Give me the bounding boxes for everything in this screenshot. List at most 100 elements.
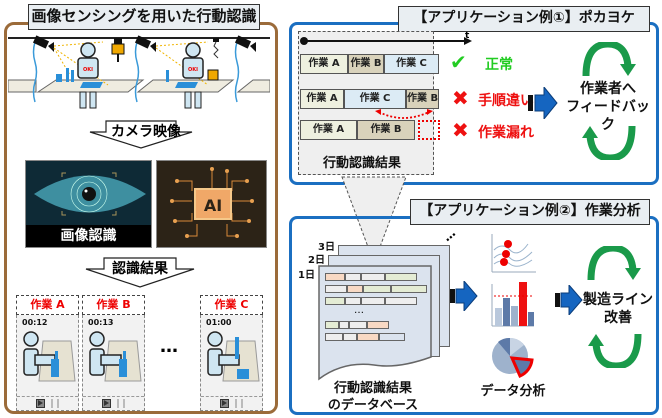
bar-chart-icon xyxy=(491,282,534,327)
db-row xyxy=(325,321,389,329)
work-analysis-title: 【アプリケーション例②】作業分析 xyxy=(410,199,650,225)
missing-task-slot xyxy=(418,120,440,140)
task-card-b[interactable]: 作業 B 00:13 xyxy=(82,295,145,411)
camera-icon-2 xyxy=(134,35,156,52)
behavior-recognition-title: 画像センシングを用いた行動認識 xyxy=(28,4,260,30)
pole-3 xyxy=(234,41,240,103)
playback-controls xyxy=(83,396,144,410)
cycle-arrow-bottom-icon xyxy=(582,125,636,160)
table-left xyxy=(8,79,37,93)
cycle-arrow-bottom-icon-2 xyxy=(588,333,642,368)
scatter-line-chart-icon xyxy=(491,234,536,273)
worker-at-desk-icon xyxy=(89,331,142,382)
results-arrow-icon xyxy=(85,257,195,288)
part-box xyxy=(56,74,62,82)
camera-icon-1 xyxy=(32,35,54,52)
play-icon[interactable] xyxy=(220,399,229,408)
analysis-arrow-icon xyxy=(450,281,478,311)
seq-cell: 作業 B xyxy=(357,120,415,140)
results-label: 認識結果 xyxy=(112,261,168,277)
improvement-line-1: 製造ライン xyxy=(583,292,653,308)
db-row xyxy=(325,273,417,281)
task-video-frame: 00:12 xyxy=(16,315,79,411)
db-row xyxy=(325,285,427,293)
line-improvement-text: 製造ライン 改善 xyxy=(578,291,658,327)
seq-cell: 作業 C xyxy=(384,54,439,74)
day-label-3: 3日 xyxy=(318,242,335,253)
work-piece xyxy=(80,82,103,88)
screwdriver-tool-icon xyxy=(111,38,125,62)
task-card-a[interactable]: 作業 A 00:12 xyxy=(16,295,79,411)
data-analysis-label: データ分析 xyxy=(480,384,546,399)
database-label-line-2: のデータベース xyxy=(327,398,419,413)
camera-image-arrow-icon xyxy=(89,120,193,149)
feedback-line-2: フィードバック xyxy=(566,99,650,133)
improvement-line-2: 改善 xyxy=(604,310,632,326)
pause-icon[interactable] xyxy=(235,399,243,408)
db-rows-ellipsis: … xyxy=(354,305,364,316)
worker-at-desk-icon xyxy=(207,331,260,382)
seq-cell: 作業 B xyxy=(406,89,439,109)
cycle-arrow-top-icon xyxy=(582,42,636,77)
worker-at-desk-icon xyxy=(23,331,76,382)
play-icon[interactable] xyxy=(102,399,111,408)
pause-icon[interactable] xyxy=(117,399,125,408)
task-video-frame: 00:13 xyxy=(82,315,145,411)
seq-cell: 作業 B xyxy=(348,54,384,74)
status-missing: 作業漏れ xyxy=(478,125,534,141)
worker-figure-1: OKI xyxy=(77,42,99,109)
play-icon[interactable] xyxy=(36,399,45,408)
seq-cell: 作業 A xyxy=(300,120,357,140)
camera-icon-3 xyxy=(234,35,256,52)
task-label: 作業 C xyxy=(200,295,263,315)
poka-yoke-title: 【アプリケーション例①】ポカヨケ xyxy=(398,6,650,32)
eye-icon xyxy=(34,172,146,216)
seq-cell: 作業 A xyxy=(300,54,348,74)
feedback-line-1: 作業者へ xyxy=(580,81,636,97)
cycle-arrow-top-icon-2 xyxy=(587,246,641,281)
pause-icon[interactable] xyxy=(51,399,59,408)
status-normal: 正常 xyxy=(485,57,513,73)
check-icon: ✔ xyxy=(450,50,467,74)
seq-cell: 作業 C xyxy=(344,89,406,109)
ai-chip-label: AI xyxy=(204,196,222,215)
time-axis-label: t xyxy=(465,31,470,41)
day-label-2: 2日 xyxy=(308,255,325,266)
playback-controls xyxy=(201,396,262,410)
task-time: 01:00 xyxy=(206,318,232,327)
db-row xyxy=(325,297,417,305)
ai-brain-card: AI xyxy=(156,160,267,248)
feedback-text: 作業者へ フィードバック xyxy=(563,80,653,134)
work-scene-illustration: OKI OKI xyxy=(8,35,270,109)
seq-cell: 作業 A xyxy=(300,89,344,109)
improvement-arrow-icon xyxy=(555,285,583,315)
pole-1 xyxy=(32,41,38,103)
database-label-line-1: 行動認識結果 xyxy=(333,381,412,396)
ai-circuit-brain-icon: AI xyxy=(170,167,254,238)
time-axis xyxy=(300,37,472,45)
cross-icon: ✖ xyxy=(452,86,469,110)
pole-2 xyxy=(134,41,140,103)
callout-pointer xyxy=(341,176,407,265)
image-recognition-label: 画像認識 xyxy=(26,225,151,247)
task-label: 作業 B xyxy=(82,295,145,315)
recognition-result-label: 行動認識結果 xyxy=(323,156,402,171)
cross-icon: ✖ xyxy=(452,118,469,142)
db-row xyxy=(325,333,405,341)
task-label: 作業 A xyxy=(16,295,79,315)
sequence-row-wrong-order: 作業 A 作業 C 作業 B xyxy=(300,89,439,109)
task-time: 00:12 xyxy=(22,318,48,327)
part-bottle xyxy=(66,68,69,82)
pie-chart-icon xyxy=(492,337,534,378)
day-label-1: 1日 xyxy=(298,270,315,281)
task-video-frame: 01:00 xyxy=(200,315,263,411)
worker-figure-2: OKI xyxy=(182,42,204,109)
task-card-c[interactable]: 作業 C 01:00 xyxy=(200,295,263,411)
swap-arrow-icon xyxy=(375,109,433,119)
svg-text:OKI: OKI xyxy=(83,67,93,73)
task-time: 00:13 xyxy=(88,318,114,327)
sequence-row-missing: 作業 A 作業 B xyxy=(300,120,415,140)
status-wrong-order: 手順違い xyxy=(478,93,534,109)
database-label: 行動認識結果 のデータベース xyxy=(318,380,428,414)
sequence-row-normal: 作業 A 作業 B 作業 C xyxy=(300,54,439,74)
